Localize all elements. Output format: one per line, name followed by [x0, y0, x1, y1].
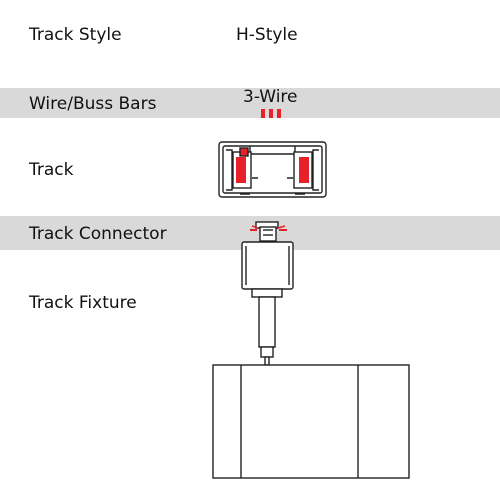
track-label: Track	[29, 160, 74, 180]
wire-buss-bars-value: 3-Wire	[243, 87, 298, 107]
three-red-bars-icon	[261, 109, 281, 118]
track-fixture-label: Track Fixture	[29, 293, 137, 313]
h-track-profile-icon	[218, 141, 327, 198]
track-fixture-icon	[212, 288, 410, 479]
track-connector-icon	[241, 221, 294, 290]
track-style-value: H-Style	[236, 25, 298, 45]
wire-buss-bars-label: Wire/Buss Bars	[29, 94, 157, 114]
wire-buss-bars-band	[0, 88, 500, 118]
track-connector-label: Track Connector	[29, 224, 167, 244]
track-style-label: Track Style	[29, 25, 122, 45]
